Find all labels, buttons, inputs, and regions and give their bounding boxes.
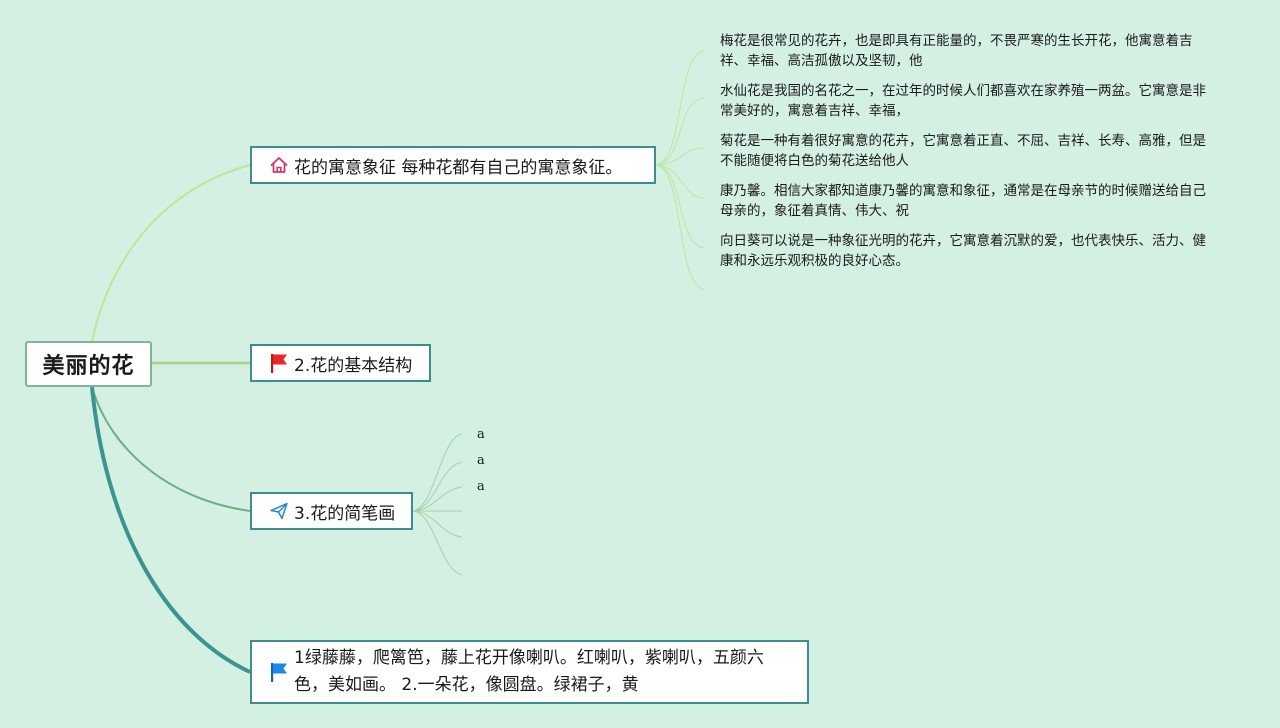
branch-poem[interactable]: 1绿藤藤，爬篱笆，藤上花开像喇叭。红喇叭，紫喇叭，五颜六色，美如画。 2.一朵花… bbox=[250, 640, 809, 704]
branch-label: 花的寓意象征 每种花都有自己的寓意象征。 bbox=[294, 157, 623, 178]
branch-label: 2.花的基本结构 bbox=[294, 355, 413, 376]
leaf-chrysanthemum[interactable]: 菊花是一种有着很好寓意的花卉，它寓意着正直、不屈、吉祥、长寿、高雅，但是不能随便… bbox=[720, 133, 1206, 169]
home-icon bbox=[268, 154, 290, 176]
connector-root-branch-3 bbox=[91, 386, 251, 512]
paper-plane-icon bbox=[268, 500, 290, 522]
root-title: 美丽的花 bbox=[42, 354, 135, 379]
leaf-sunflower[interactable]: 向日葵可以说是一种象征光明的花卉，它寓意着沉默的爱，也代表快乐、活力、健康和永远… bbox=[720, 233, 1206, 269]
branch-basic-structure[interactable]: 2.花的基本结构 bbox=[250, 344, 431, 382]
leaf-narcissus[interactable]: 水仙花是我国的名花之一，在过年的时候人们都喜欢在家养殖一两盆。它寓意是非常美好的… bbox=[720, 83, 1206, 119]
branch-simple-drawing[interactable]: 3.花的简笔画 bbox=[250, 492, 413, 530]
leaf-drawing-item[interactable]: a bbox=[477, 479, 485, 494]
connectors-branch-1-leaves bbox=[655, 49, 706, 291]
connector-root-branch-1 bbox=[91, 164, 251, 342]
leaf-drawing-item[interactable]: a bbox=[477, 453, 485, 468]
connector-root-branch-4 bbox=[90, 386, 251, 674]
red-flag-icon bbox=[268, 352, 290, 374]
leaf-drawing-item[interactable]: a bbox=[477, 427, 485, 442]
root-node[interactable]: 美丽的花 bbox=[25, 341, 152, 387]
leaf-carnation[interactable]: 康乃馨。相信大家都知道康乃馨的寓意和象征，通常是在母亲节的时候赠送给自己母亲的，… bbox=[720, 183, 1206, 219]
connectors-branch-3-leaves bbox=[412, 433, 463, 576]
branch-flower-symbolism[interactable]: 花的寓意象征 每种花都有自己的寓意象征。 bbox=[250, 146, 656, 184]
leaf-plum-blossom[interactable]: 梅花是很常见的花卉，也是即具有正能量的，不畏严寒的生长开花，他寓意着吉祥、幸福、… bbox=[720, 33, 1193, 69]
branch-label: 1绿藤藤，爬篱笆，藤上花开像喇叭。红喇叭，紫喇叭，五颜六色，美如画。 2.一朵花… bbox=[294, 648, 764, 695]
blue-flag-icon bbox=[268, 661, 290, 683]
branch-label: 3.花的简笔画 bbox=[294, 503, 396, 524]
